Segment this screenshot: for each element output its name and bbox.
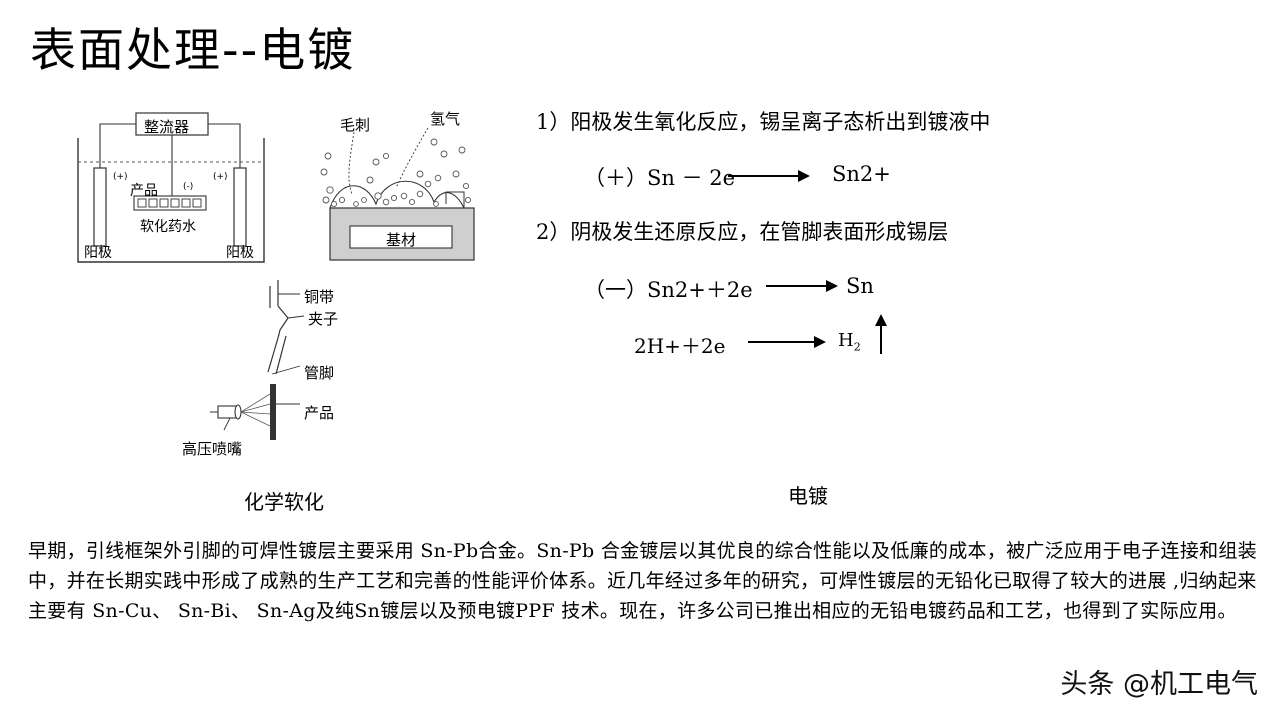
anode-left-label: 阳极 [84, 245, 112, 261]
burr-hydrogen-diagram [320, 127, 475, 261]
hydrogen-label: 氢气 [430, 110, 461, 128]
gas-up-arrow-icon [875, 314, 887, 354]
hydrogen-equation-rhs: H2 [838, 330, 861, 354]
plus-right-label: (+) [213, 172, 228, 182]
burr-label: 毛刺 [340, 116, 371, 134]
nozzle-label: 高压喷嘴 [182, 440, 243, 458]
plus-left-label: (+) [113, 172, 128, 182]
minus-label: (-) [183, 182, 194, 192]
cathode-equation-rhs: Sn [846, 274, 874, 298]
softener-label: 软化药水 [140, 219, 196, 235]
rectifier-label: 整流器 [144, 118, 190, 136]
lead-label: 管脚 [304, 364, 335, 382]
watermark: 头条 @机工电气 [1060, 669, 1258, 700]
product-label: 产品 [130, 183, 158, 199]
clip-label: 夹子 [308, 310, 339, 328]
anode-heading: 1）阳极发生氧化反应，锡呈离子态析出到镀液中 [536, 110, 991, 134]
hydrogen-equation-lhs: 2H+＋2e [634, 334, 726, 358]
anode-right-label: 阳极 [226, 245, 254, 261]
nozzle-product-label: 产品 [304, 404, 335, 422]
nozzle-diagram [210, 280, 305, 440]
cathode-equation-lhs: （一）Sn2+＋2e [584, 278, 753, 302]
copper-strip-label: 铜带 [304, 288, 335, 306]
caption-electroplating: 电镀 [788, 484, 828, 508]
anode-arrow-icon [728, 170, 810, 182]
plating-tank-diagram [77, 112, 265, 263]
hydrogen-arrow-icon [748, 336, 826, 348]
hydrogen-subscript: 2 [853, 340, 861, 354]
cathode-arrow-icon [766, 280, 838, 292]
substrate-label: 基材 [386, 231, 417, 249]
anode-equation-lhs: （＋）Sn － 2e [584, 166, 736, 190]
body-paragraph: 早期，引线框架外引脚的可焊性镀层主要采用 Sn-Pb合金。Sn-Pb 合金镀层以… [28, 540, 1258, 622]
anode-equation-rhs: Sn2+ [832, 162, 891, 186]
hydrogen-symbol: H [838, 330, 854, 351]
caption-chemical-softening: 化学软化 [244, 490, 324, 514]
page-title: 表面处理--电镀 [30, 23, 356, 77]
cathode-heading: 2）阴极发生还原反应，在管脚表面形成锡层 [536, 220, 949, 244]
